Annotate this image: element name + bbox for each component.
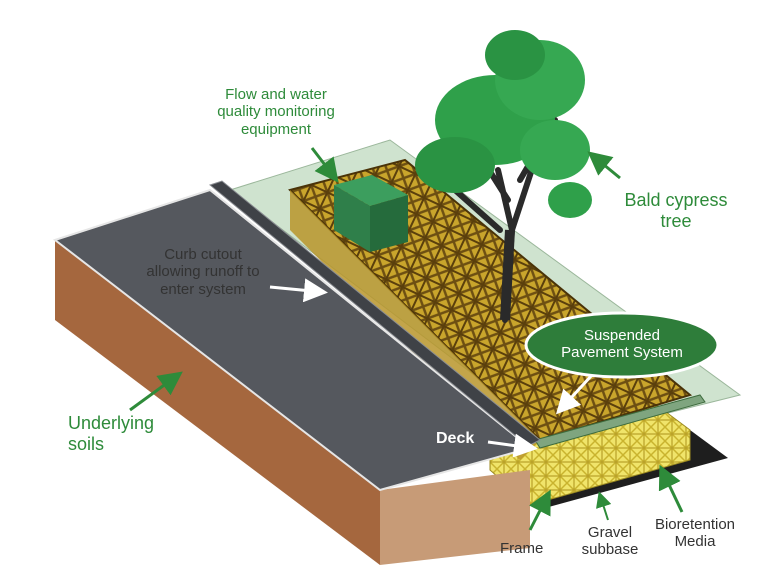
arrow-soils [129,371,183,412]
label-gravel-subbase: Gravel subbase [581,524,639,559]
curb [208,180,541,447]
arrow-frame [528,489,551,531]
label-deck: Deck [436,430,475,447]
arrow-gravel [596,491,612,521]
arrow-deck [487,433,538,458]
suspended-pavement-callout [524,311,720,379]
label-bioretention-media: Bioretention Media [654,516,736,551]
label-suspended-pavement: Suspended Pavement System [561,327,683,362]
soil-front-face [55,240,380,565]
label-monitoring: Flow and water quality monitoring equipm… [217,86,335,138]
label-frame: Frame [500,540,544,557]
arrow-monitoring [310,147,339,183]
label-bald-cypress: Bald cypress tree [624,190,728,231]
arrow-callout [555,373,594,415]
deck-slab [534,394,706,449]
bald-cypress-tree [415,30,592,323]
arrow-tree [587,151,621,180]
monitoring-box [334,175,408,252]
arrow-curb [269,278,328,303]
arrow-bioretention [658,464,684,513]
label-curb-cutout: Curb cutout allowing runoff to enter sys… [146,246,260,298]
label-underlying-soils: Underlying soils [68,413,155,454]
soil-right-face [380,470,530,565]
